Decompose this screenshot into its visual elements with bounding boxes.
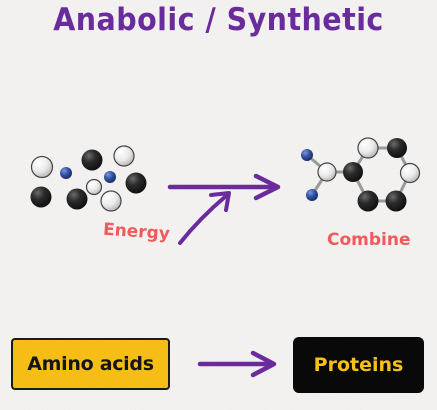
atom-dark — [343, 162, 363, 182]
scattered-atoms-left — [30, 145, 147, 212]
conversion-arrow — [197, 350, 277, 378]
atom-light — [85, 178, 103, 196]
atom-blue — [104, 171, 116, 183]
atom-blue — [301, 149, 313, 161]
atom-dark — [357, 190, 379, 212]
atom-dark — [125, 172, 147, 194]
atom-light — [399, 162, 421, 184]
page-title: Anabolic / Synthetic — [53, 2, 384, 38]
atom-dark — [30, 186, 52, 208]
atom-light — [100, 190, 122, 212]
atom-light — [317, 162, 337, 182]
atom-blue — [306, 189, 318, 201]
atom-blue — [60, 167, 72, 179]
amino-acids-label: Amino acids — [27, 353, 154, 375]
amino-acids-box: Amino acids — [11, 338, 170, 390]
atom-light — [30, 155, 54, 179]
combined-molecule — [301, 137, 421, 212]
combine-label: Combine — [327, 230, 411, 250]
atom-dark — [81, 149, 103, 171]
atom-dark — [385, 190, 407, 212]
atom-dark — [387, 138, 407, 158]
energy-arrow — [178, 191, 231, 245]
atom-light — [113, 145, 135, 167]
atom-dark — [66, 188, 88, 210]
reaction-arrow — [167, 173, 281, 201]
proteins-box: Proteins — [293, 337, 424, 393]
proteins-label: Proteins — [313, 354, 404, 376]
atom-light — [357, 137, 379, 159]
